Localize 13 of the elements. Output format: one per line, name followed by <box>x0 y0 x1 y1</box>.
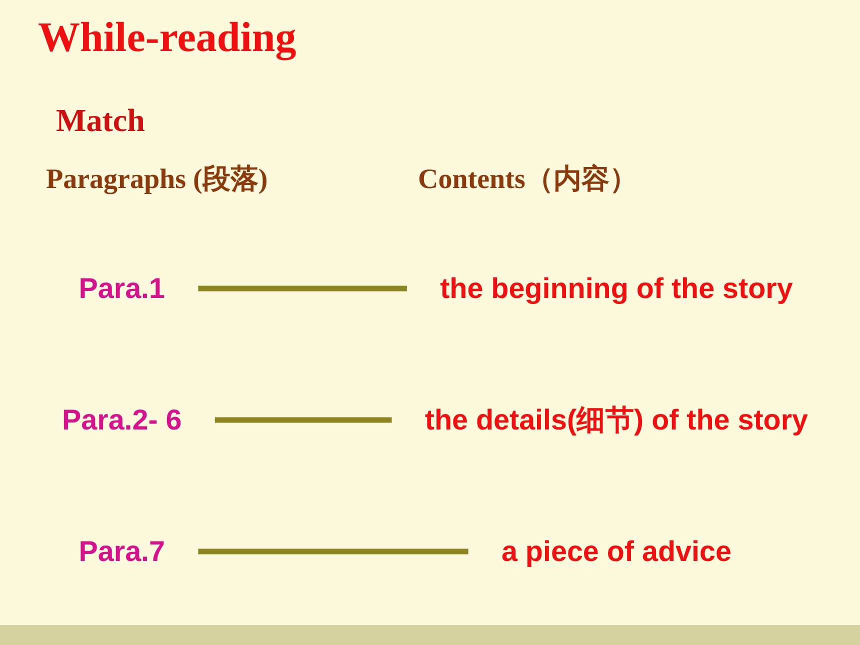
node-text: the details(细节) of the story <box>424 402 808 436</box>
heading: Match <box>56 102 145 139</box>
node-text: Para.7 <box>78 534 166 568</box>
column-heading: Paragraphs (段落) <box>46 163 268 197</box>
connector <box>214 417 392 423</box>
node-text: Para.2- 6 <box>62 402 182 436</box>
node-text: Para.1 <box>78 271 166 305</box>
node-text: a piece of advice <box>501 534 732 568</box>
connector <box>198 548 468 554</box>
column-heading: Contents（内容） <box>418 162 638 197</box>
connector <box>198 286 407 292</box>
node-text: the beginning of the story <box>440 271 793 305</box>
title: While-reading <box>38 14 296 62</box>
